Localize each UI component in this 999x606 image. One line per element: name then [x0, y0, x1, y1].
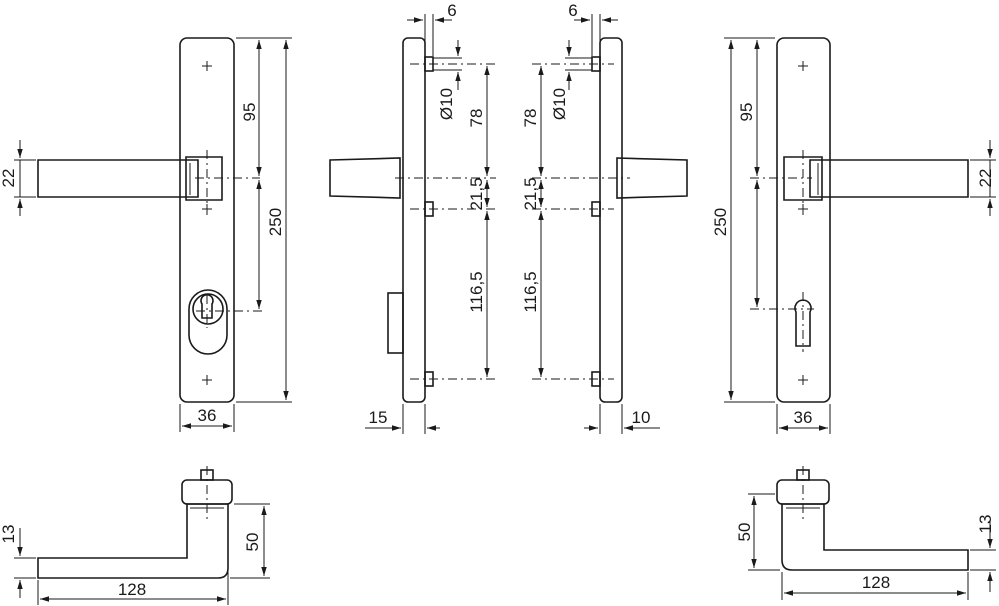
dim-bottom: 116,5 [467, 271, 486, 312]
dim-plate-width: 36 [794, 408, 813, 427]
lever-side [616, 157, 688, 199]
lever-side [329, 157, 401, 199]
escutcheon-plate [179, 37, 235, 403]
dim-lever-to-top: 95 [240, 103, 259, 122]
lever-bar [809, 159, 969, 198]
front-view-right: 95 250 36 22 [711, 37, 996, 434]
keyhole-icon [794, 299, 812, 347]
dim-depth: 15 [369, 408, 388, 427]
lever-rose [185, 156, 223, 201]
side-plate [402, 37, 426, 403]
dim-pin: 6 [447, 1, 456, 20]
lever-top [781, 503, 969, 571]
top-view-right: 13 50 128 [735, 466, 996, 600]
dim-thickness: 13 [0, 525, 18, 544]
top-view-left: 13 50 128 [0, 466, 270, 605]
dim-plate-height: 250 [711, 208, 730, 236]
dim-top: 78 [521, 109, 540, 128]
escutcheon-plate [776, 37, 831, 403]
cylinder-rose [188, 289, 228, 355]
screw-mark-icon [202, 61, 212, 385]
dim-plate-height: 250 [266, 208, 285, 236]
lever-rose [783, 156, 823, 201]
dim-thickness: 13 [976, 515, 995, 534]
dim-pin: 6 [568, 1, 577, 20]
dim-top: 78 [467, 109, 486, 128]
side-view-left: 6 Ø10 78 21,5 116,5 15 [329, 1, 496, 434]
dim-height: 50 [735, 523, 754, 542]
cylinder-boss [387, 292, 404, 354]
dim-diameter: Ø10 [437, 88, 456, 120]
dim-length: 128 [118, 580, 146, 599]
front-view-left: 95 250 36 22 [0, 37, 292, 432]
side-plate [599, 37, 623, 403]
dim-depth: 10 [632, 408, 651, 427]
lever-top [37, 503, 229, 579]
dim-height: 50 [243, 533, 262, 552]
dim-lever-to-top: 95 [737, 103, 756, 122]
dim-plate-width: 36 [198, 406, 217, 425]
side-view-right: 6 Ø10 78 21,5 116,5 10 [521, 1, 688, 434]
dim-mid: 21,5 [467, 177, 486, 210]
dim-diameter: Ø10 [550, 88, 569, 120]
screw-mark-icon [798, 61, 808, 385]
dim-lever-height: 22 [976, 169, 995, 188]
keyhole-icon [200, 293, 214, 319]
dim-bottom: 116,5 [521, 271, 540, 312]
dim-length: 128 [862, 573, 890, 592]
dim-lever-height: 22 [0, 169, 18, 188]
lever-bar [37, 159, 199, 198]
dim-mid: 21,5 [521, 177, 540, 210]
